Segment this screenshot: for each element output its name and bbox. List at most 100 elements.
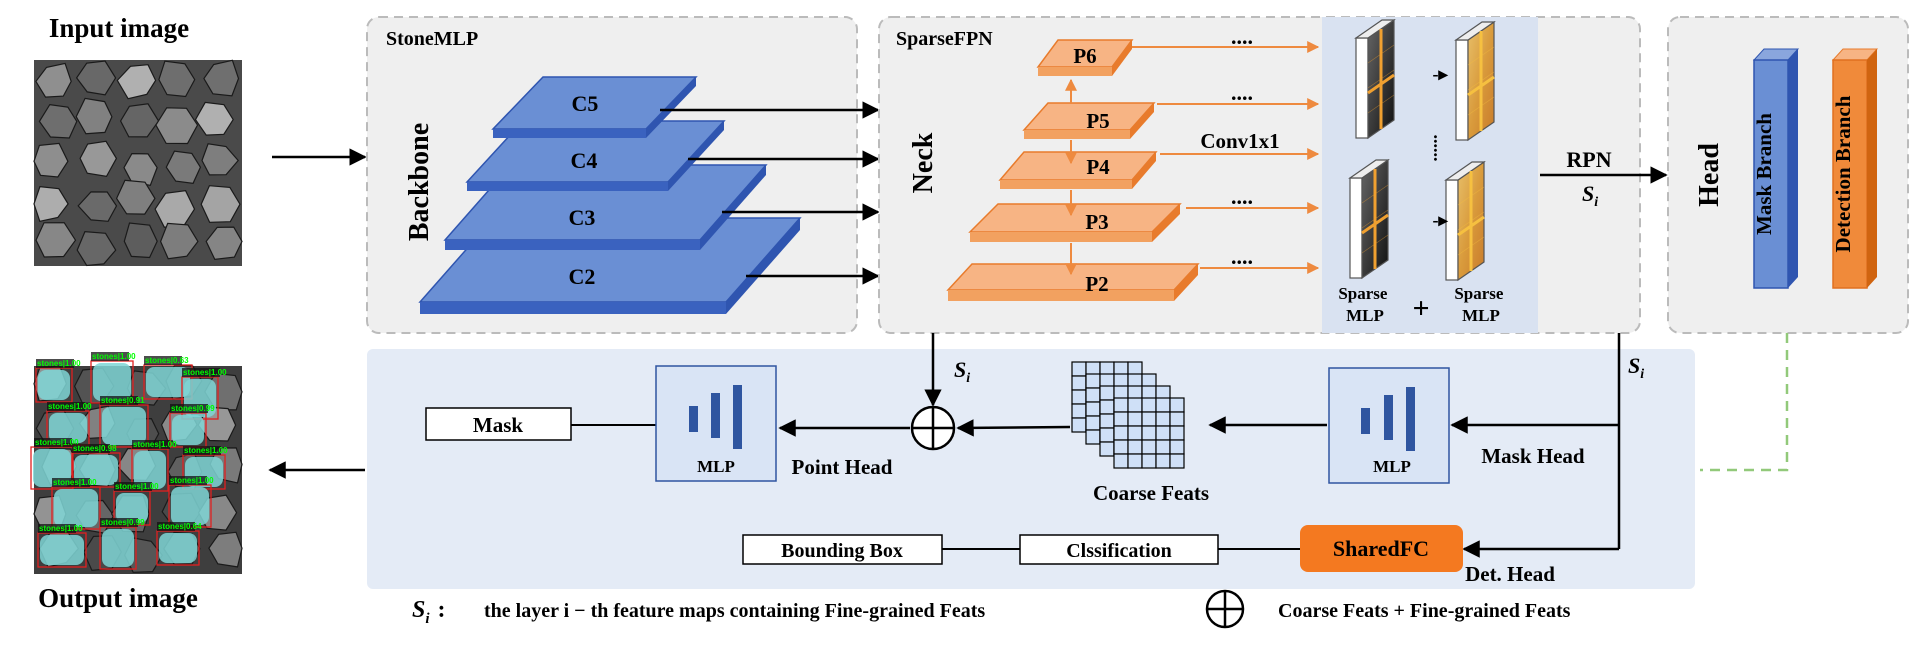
- detection-branch-block: Detection Branch: [1831, 48, 1879, 289]
- backbone-label: Backbone: [404, 123, 435, 241]
- layer-c4-label: C4: [571, 148, 598, 173]
- layer-p2: P2: [946, 263, 1200, 301]
- si-fpn-label: Si: [954, 357, 970, 386]
- stonemlp-title: StoneMLP: [386, 28, 478, 50]
- head-connector: [1700, 333, 1789, 472]
- sparsefpn-title: SparseFPN: [896, 28, 993, 50]
- layer-p5: P5: [1022, 102, 1156, 139]
- layer-p6: P6: [1036, 39, 1134, 76]
- stone-mask: [40, 535, 84, 565]
- stone-mask: [116, 493, 148, 523]
- head-label: Head: [1694, 143, 1725, 207]
- coarse-to-oplus-arrow: [956, 419, 1071, 437]
- layer-p3-label: P3: [1085, 210, 1108, 234]
- detection-label-bg: [47, 402, 85, 411]
- dots-p5: ....: [1231, 80, 1253, 105]
- detection-label: stones|1.00: [133, 440, 177, 449]
- point-head-label: Point Head: [792, 455, 893, 479]
- detection-label: stones|1.00: [37, 359, 81, 368]
- stone-mask: [93, 363, 131, 401]
- layer-p4-label: P4: [1086, 155, 1110, 179]
- layer-p6-label: P6: [1073, 44, 1096, 68]
- stone-mask: [159, 533, 197, 563]
- mask-head-mlp-label: MLP: [1373, 457, 1411, 476]
- stone-21: [76, 230, 117, 267]
- neck-label: Neck: [908, 132, 939, 193]
- detection-label: stones|0.99: [171, 404, 215, 413]
- point-head-mlp: MLP: [655, 365, 777, 482]
- stone-10: [33, 142, 69, 178]
- sparse-feature-map-3: [1348, 158, 1390, 280]
- stone-8: [155, 107, 199, 145]
- stone-mask: [33, 449, 71, 487]
- fpn-horizontal-arrows: [1132, 41, 1320, 274]
- dots-p3: ....: [1231, 184, 1253, 209]
- stone-11: [79, 140, 118, 178]
- stone-20: [35, 222, 77, 258]
- sparse-arrow-top: -▸: [1432, 64, 1448, 84]
- detection-label-bg: [100, 518, 138, 527]
- detection-label: stones|0.98: [73, 444, 117, 453]
- stone-mask: [102, 529, 134, 567]
- stone-23: [159, 222, 199, 260]
- detection-label: stones|0.91: [101, 396, 145, 405]
- sparse-feature-map-1: [1354, 18, 1396, 140]
- detection-label: stones|1.00: [184, 446, 228, 455]
- layer-c5-label: C5: [572, 91, 599, 116]
- sparse-mlp-label-left: Sparse MLP: [1338, 284, 1391, 325]
- bounding-box-label: Bounding Box: [781, 540, 903, 562]
- detection-label: stones|1.00: [35, 438, 79, 447]
- stone-mask: [49, 413, 87, 443]
- det-head-label: Det. Head: [1465, 562, 1555, 586]
- legend-oplus-icon: [1205, 589, 1245, 629]
- detection-label-bg: [52, 478, 90, 487]
- stone-5: [38, 103, 78, 139]
- mask-output-label: Mask: [473, 413, 523, 437]
- bounding-box-box: [742, 534, 943, 565]
- layer-c2-label: C2: [569, 264, 596, 289]
- stone-13: [165, 150, 202, 184]
- detection-label-bg: [182, 368, 220, 377]
- dots-p2: ....: [1231, 244, 1253, 269]
- coarse-feats-label: Coarse Feats: [1093, 481, 1209, 505]
- stone-24: [208, 531, 243, 568]
- detection-label: stones|1.00: [39, 524, 83, 533]
- oplus-combine: [910, 405, 956, 451]
- stone-16: [77, 191, 118, 222]
- stone-3: [158, 60, 196, 98]
- stone-7: [119, 103, 160, 138]
- sparse-feature-map-4: [1444, 160, 1486, 282]
- sparse-vdots: ......: [1430, 135, 1450, 162]
- coarse-feats-grid: [1071, 361, 1185, 469]
- layer-p4: P4: [998, 151, 1158, 189]
- legend-oplus-desc: Coarse Feats + Fine-grained Feats: [1278, 600, 1571, 622]
- stone-1: [75, 60, 117, 96]
- stone-mask: [74, 455, 118, 485]
- layer-p2-label: P2: [1085, 272, 1108, 296]
- sparse-arrow-bottom: -▸: [1432, 210, 1448, 230]
- sparse-plus: +: [1412, 292, 1429, 325]
- classification-box: [1019, 534, 1219, 565]
- output-image-title: Output image: [38, 583, 198, 613]
- detection-label: stones|0.64: [158, 522, 202, 531]
- stone-15: [33, 186, 69, 222]
- stone-mask: [54, 489, 98, 527]
- stone-12: [123, 152, 158, 186]
- layer-p3: P3: [968, 203, 1182, 242]
- input-image-title: Input image: [49, 13, 189, 43]
- detection-label: stones|1.00: [92, 352, 136, 361]
- sparse-feature-map-2: [1454, 20, 1496, 142]
- mask-branch-label: Mask Branch: [1752, 113, 1776, 235]
- stone-6: [75, 97, 113, 135]
- detection-label-bg: [144, 356, 182, 365]
- backbone-arrows: [660, 101, 880, 285]
- detection-label-bg: [34, 438, 72, 447]
- layer-c5: C5: [491, 76, 698, 138]
- rpn-label: RPN: [1566, 147, 1611, 172]
- detection-label: stones|1.00: [115, 482, 159, 491]
- dots-p6: ....: [1231, 24, 1253, 49]
- stone-19: [200, 185, 241, 223]
- stone-mask: [171, 487, 209, 525]
- stone-24: [205, 226, 243, 261]
- point-head-mlp-label: MLP: [697, 457, 735, 476]
